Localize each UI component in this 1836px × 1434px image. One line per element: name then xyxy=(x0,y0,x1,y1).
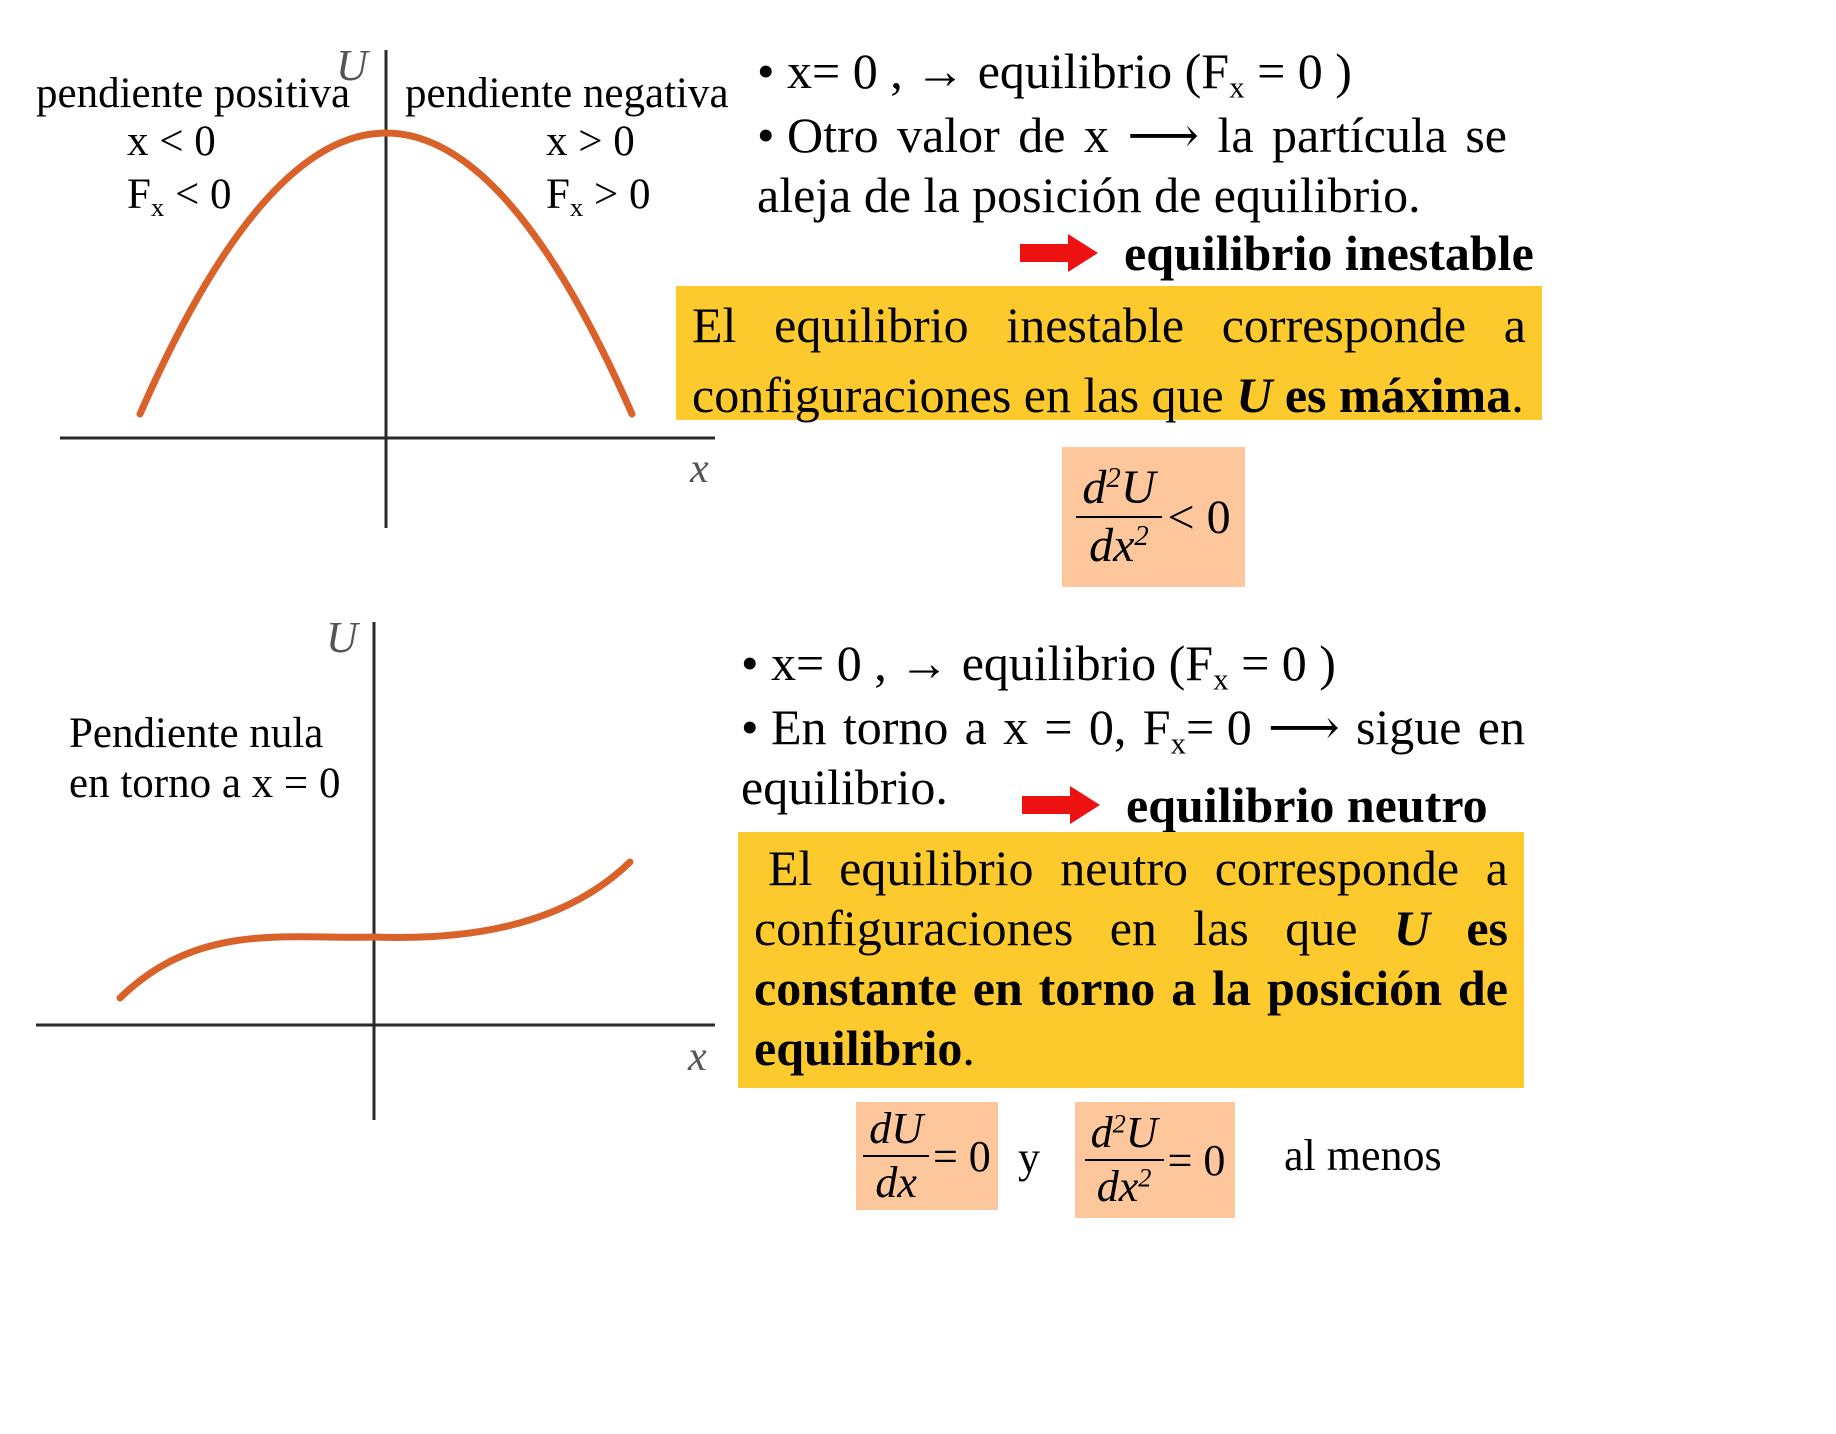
right-condition-x: x > 0 xyxy=(546,118,635,165)
top-x-axis-label: x xyxy=(689,446,709,492)
right-condition-force: Fx > 0 xyxy=(546,171,651,222)
label-zero-slope: Pendiente nula xyxy=(69,710,324,757)
top-result-unstable: equilibrio inestable xyxy=(1124,225,1534,281)
left-condition-x: x < 0 xyxy=(127,118,216,165)
formula-connector: y xyxy=(1018,1133,1040,1182)
bottom-x-axis-label: x xyxy=(687,1034,707,1080)
label-negative-slope: pendiente negativa xyxy=(405,70,729,117)
bottom-potential-graph: U x xyxy=(36,613,715,1120)
top-potential-graph: U x xyxy=(60,41,715,528)
top-u-axis-label: U xyxy=(336,41,371,90)
top-curve-maximum xyxy=(136,129,636,418)
top-result-arrow-icon xyxy=(1020,234,1098,272)
bottom-u-axis-label: U xyxy=(326,613,361,662)
bottom-curve-flat xyxy=(116,858,634,1002)
formula-tail-at-least: al menos xyxy=(1284,1131,1442,1180)
left-condition-force: Fx < 0 xyxy=(127,171,232,222)
bottom-bullet-line2: equilibrio. xyxy=(741,759,948,815)
bottom-bullet-equilibrium: • x= 0 , → equilibrio (Fx = 0 ) xyxy=(741,635,1336,697)
bottom-result-neutral: equilibrio neutro xyxy=(1126,777,1488,833)
label-around-zero: en torno a x = 0 xyxy=(69,760,341,807)
label-positive-slope: pendiente positiva xyxy=(36,70,351,117)
top-bullet-equilibrium: • x= 0 , → equilibrio (Fx = 0 ) xyxy=(757,43,1352,105)
bottom-result-arrow-icon xyxy=(1022,786,1100,824)
top-bullet-line2: aleja de la posición de equilibrio. xyxy=(757,167,1421,223)
